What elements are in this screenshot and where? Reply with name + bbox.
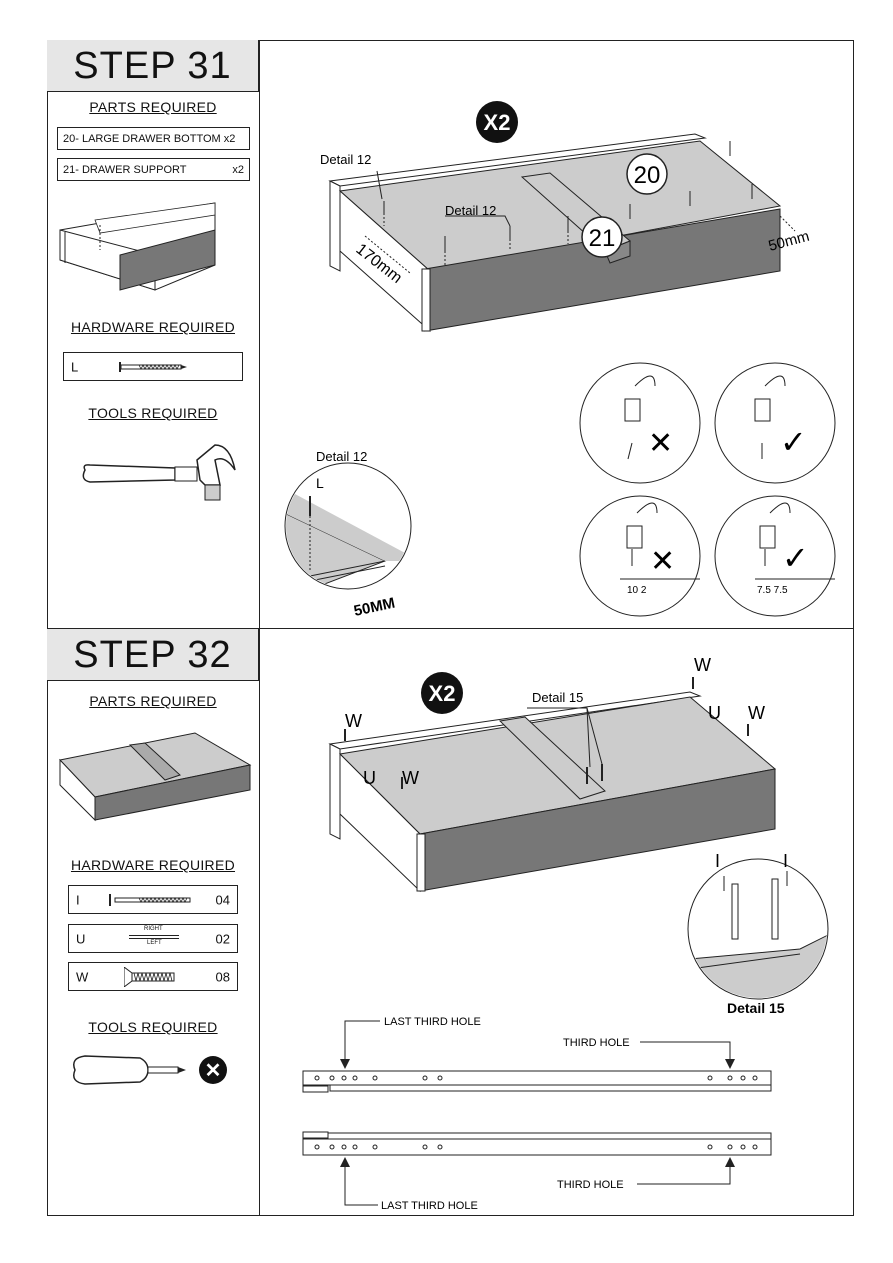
hardware-L-code: L [71, 359, 79, 374]
hardware-W-box: W 08 [68, 962, 238, 991]
rail-bottom [302, 1131, 772, 1156]
svg-text:Detail 12: Detail 12 [445, 203, 496, 218]
hammer-wrong-2: 10 2 ✕ [579, 495, 701, 617]
svg-text:21: 21 [589, 225, 616, 252]
step-31-title: STEP 31 [47, 40, 259, 92]
screw-icon [109, 894, 191, 906]
svg-text:L: L [316, 475, 324, 491]
multiplier-badge [476, 101, 518, 143]
step-32-tools-heading: TOOLS REQUIRED [88, 1019, 218, 1035]
svg-text:I: I [783, 851, 788, 871]
svg-text:Detail 12: Detail 12 [316, 449, 367, 464]
svg-text:Detail 15: Detail 15 [727, 1000, 785, 1016]
svg-text:THIRD HOLE: THIRD HOLE [557, 1179, 624, 1191]
hardware-I-box: I 04 [68, 885, 238, 914]
hardware-W-code: W [76, 969, 89, 984]
svg-text:U: U [708, 703, 721, 723]
svg-text:✓: ✓ [782, 540, 809, 576]
hammer-right-1: ✓ [714, 362, 836, 484]
part-20-box: 20- LARGE DRAWER BOTTOM x2 [57, 127, 250, 150]
svg-text:I: I [715, 851, 720, 871]
hardware-I-code: I [76, 892, 80, 907]
drawer-with-support-thumbnail [59, 732, 252, 822]
hammer-right-2: 7.5 7.5 ✓ [714, 495, 836, 617]
step-32-illustration: X2 Detail 15 W U W W U W I I Detail 15 [302, 655, 829, 1212]
screwdriver-icon: ✕ [73, 1055, 227, 1085]
hardware-I-qty: 04 [215, 892, 230, 907]
multiplier-text: X2 [484, 110, 511, 135]
not-required-icon [199, 1056, 227, 1084]
part-21-qty: x2 [232, 164, 244, 176]
part-21-label: 21- DRAWER SUPPORT [63, 164, 187, 176]
step-32-hardware-heading: HARDWARE REQUIRED [70, 857, 236, 873]
part-20-label: 20- LARGE DRAWER BOTTOM x2 [63, 133, 236, 145]
hammer-icon [82, 444, 236, 501]
hardware-U-code: U [76, 931, 86, 946]
step-31-tools-heading: TOOLS REQUIRED [88, 405, 218, 421]
svg-text:50MM: 50MM [352, 595, 396, 620]
step-31-hardware-heading: HARDWARE REQUIRED [70, 319, 236, 335]
column-divider [259, 40, 260, 1216]
svg-text:W: W [345, 711, 362, 731]
svg-text:✕: ✕ [205, 1060, 222, 1082]
svg-text:7.5 7.5: 7.5 7.5 [757, 585, 788, 596]
wrong-mark: ✕ [648, 427, 673, 460]
svg-text:W: W [402, 768, 419, 788]
hammer-wrong-1: ✕ [579, 362, 701, 484]
nail-icon [119, 362, 187, 372]
hardware-L-box: L [63, 352, 243, 381]
check-mark: ✓ [780, 424, 807, 460]
drawer-thumbnail [59, 202, 216, 291]
svg-text:W: W [748, 703, 765, 723]
step-divider [47, 628, 854, 629]
svg-text:W: W [694, 655, 711, 675]
svg-text:✕: ✕ [650, 545, 675, 578]
svg-text:20: 20 [634, 162, 661, 189]
step-31-illustration: X2 20 21 170mm 50mm Detail 12 Detail 12 … [284, 101, 836, 620]
svg-text:Detail 15: Detail 15 [532, 690, 583, 705]
wood-screw-icon [124, 967, 175, 987]
svg-text:LAST THIRD HOLE: LAST THIRD HOLE [381, 1200, 478, 1212]
rail-top [302, 1070, 772, 1093]
step-31-parts-heading: PARTS REQUIRED [89, 99, 217, 115]
svg-text:Detail 12: Detail 12 [320, 152, 371, 167]
svg-text:THIRD HOLE: THIRD HOLE [563, 1037, 630, 1049]
svg-text:LAST THIRD HOLE: LAST THIRD HOLE [384, 1016, 481, 1028]
hardware-U-box: U RIGHT LEFT 02 [68, 924, 238, 953]
hardware-W-qty: 08 [215, 969, 230, 984]
hardware-U-qty: 02 [215, 931, 230, 946]
step-32-parts-heading: PARTS REQUIRED [89, 693, 217, 709]
svg-text:U: U [363, 768, 376, 788]
part-21-box: 21- DRAWER SUPPORT x2 [57, 158, 250, 181]
svg-text:10 2: 10 2 [627, 585, 647, 596]
svg-text:X2: X2 [429, 681, 456, 706]
step-32-title: STEP 32 [47, 629, 259, 681]
